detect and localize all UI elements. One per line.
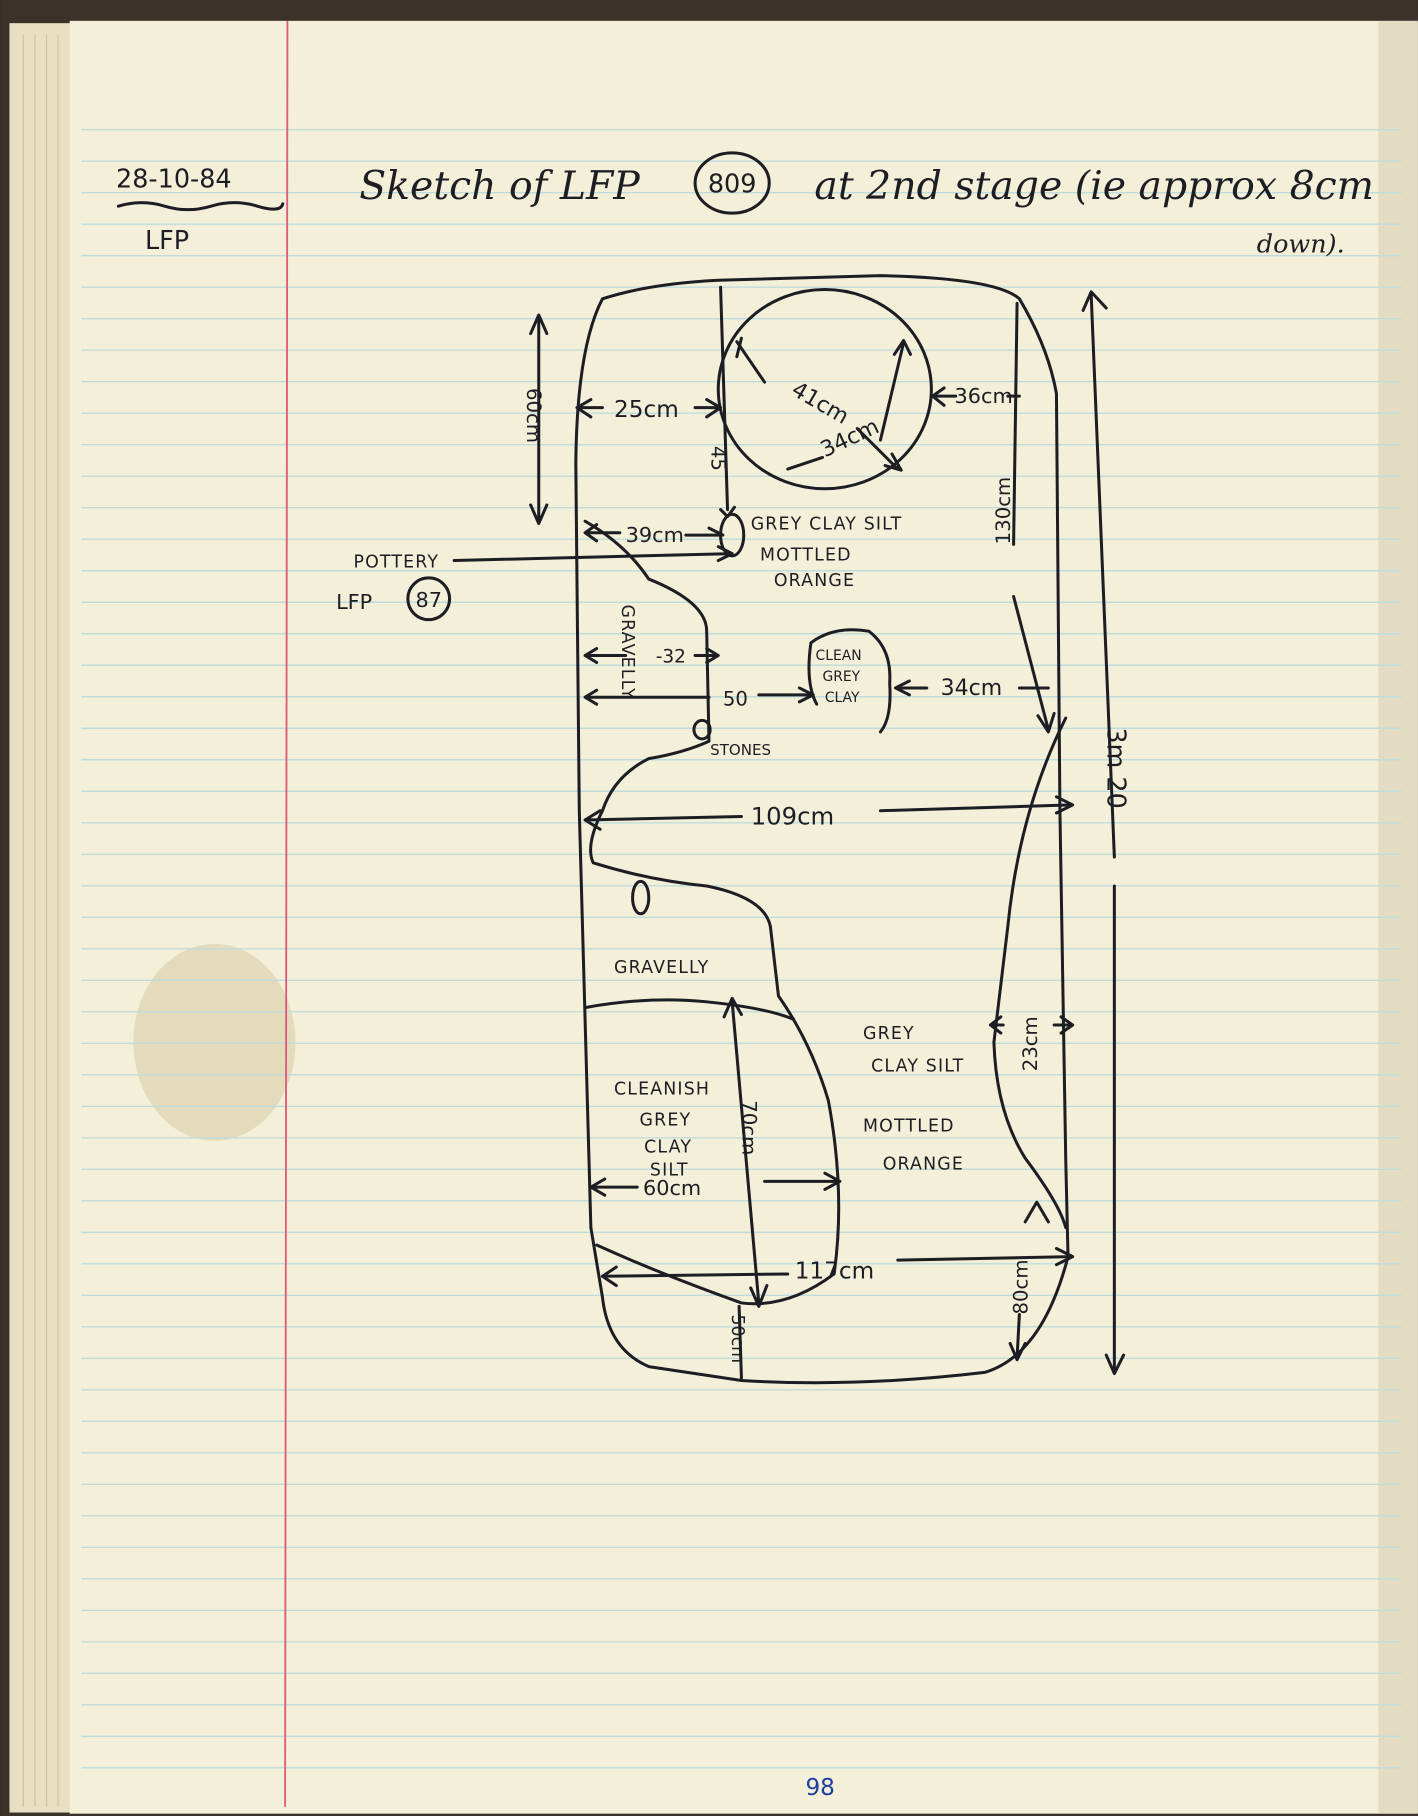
measure-32: -32 bbox=[656, 646, 686, 667]
clean-label: CLEAN bbox=[816, 648, 862, 664]
measure-39cm: 39cm bbox=[626, 523, 684, 547]
pottery-ref-prefix: LFP bbox=[336, 590, 372, 614]
pottery-label: POTTERY bbox=[353, 553, 439, 573]
ruled-lines bbox=[81, 129, 1402, 1769]
measure-130cm: 130cm bbox=[992, 477, 1015, 545]
measure-total-length: 3m 20 bbox=[1100, 727, 1130, 809]
silt-label: SILT bbox=[650, 1161, 689, 1181]
sketch-labels: POTTERY LFP 87 GREY CLAY SILT MOTTLED OR… bbox=[336, 514, 964, 1181]
stones-label: STONES bbox=[710, 741, 771, 759]
stone-mark-2 bbox=[631, 879, 651, 916]
orange-bottom: ORANGE bbox=[883, 1155, 964, 1175]
entry-date: 28-10-84 bbox=[116, 165, 232, 195]
posthole-circle bbox=[716, 288, 933, 491]
feature-number-circle bbox=[693, 151, 771, 215]
site-code: LFP bbox=[145, 226, 189, 256]
pottery-ref-circle bbox=[406, 576, 452, 622]
measure-50cm: 50cm bbox=[727, 1315, 747, 1364]
measure-60cm-bottom: 60cm bbox=[643, 1176, 701, 1200]
mottled-top: MOTTLED bbox=[760, 546, 852, 566]
grey-label: GREY bbox=[823, 669, 861, 685]
measure-117cm: 117cm bbox=[795, 1259, 875, 1285]
title-continuation: down). bbox=[1257, 229, 1345, 259]
grey-clay-silt-top: GREY CLAY SILT bbox=[751, 514, 903, 534]
clay-silt-right: CLAY SILT bbox=[871, 1056, 964, 1076]
feature-number: 809 bbox=[708, 169, 757, 199]
gravelly-boundary bbox=[583, 519, 841, 1306]
title-suffix: at 2nd stage (ie approx 8cm bbox=[814, 163, 1374, 209]
measure-60cm: 60cm bbox=[522, 388, 545, 443]
orange-top: ORANGE bbox=[774, 571, 855, 591]
mottled-bottom: MOTTLED bbox=[863, 1117, 955, 1137]
page-number: 98 bbox=[805, 1775, 834, 1801]
pottery-ref-number: 87 bbox=[415, 588, 442, 612]
measure-45: 45 bbox=[706, 446, 729, 471]
stone-mark-1 bbox=[692, 718, 712, 741]
measure-70cm: 70cm bbox=[738, 1100, 761, 1155]
measure-34cm: 34cm bbox=[941, 676, 1003, 701]
right-boundary bbox=[992, 716, 1068, 1230]
grey-label-2: GREY bbox=[640, 1111, 692, 1131]
measure-23cm: 23cm bbox=[1019, 1016, 1042, 1071]
gravelly-lower-boundary bbox=[583, 998, 796, 1021]
measure-25cm: 25cm bbox=[614, 397, 679, 423]
clay-label: CLAY bbox=[825, 690, 860, 706]
clean-clay-patch bbox=[807, 628, 892, 734]
measure-50: 50 bbox=[723, 687, 748, 710]
measure-36cm: 36cm bbox=[955, 384, 1013, 408]
date-underline bbox=[116, 201, 285, 212]
cleanish-label: CLEANISH bbox=[614, 1079, 710, 1099]
gravelly-top: GRAVELLY bbox=[617, 605, 637, 700]
grey-right: GREY bbox=[863, 1024, 915, 1044]
dimension-arrows bbox=[452, 285, 1126, 1380]
measure-80cm: 80cm bbox=[1009, 1259, 1032, 1314]
margin-line bbox=[284, 20, 289, 1807]
stain bbox=[133, 943, 296, 1141]
page-edges bbox=[22, 34, 59, 1807]
measure-109cm: 109cm bbox=[751, 802, 834, 831]
clay-label-2: CLAY bbox=[644, 1137, 692, 1157]
gravelly-mid: GRAVELLY bbox=[614, 958, 709, 978]
title-prefix: Sketch of LFP bbox=[359, 163, 641, 209]
